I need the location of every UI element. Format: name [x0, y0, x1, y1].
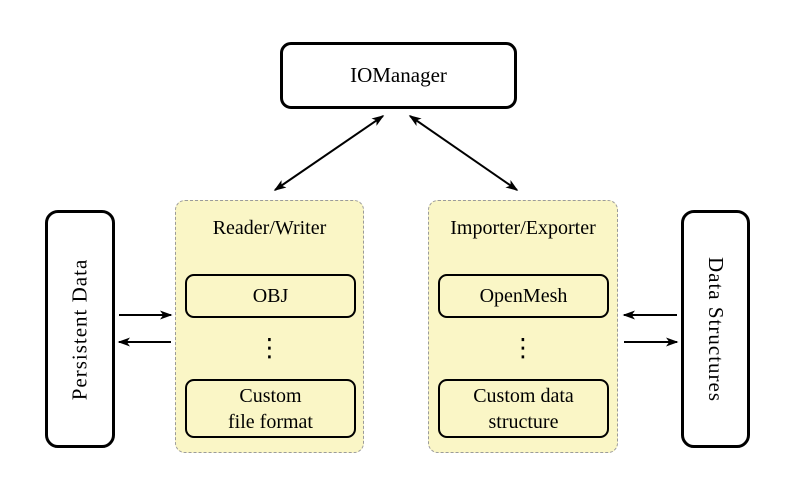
arrow-iomanager-importerexporter — [408, 115, 519, 191]
custom-data-structure-line2: structure — [488, 410, 559, 433]
openmesh-box: OpenMesh — [438, 274, 609, 318]
importer-exporter-title: Importer/Exporter — [450, 217, 596, 239]
persistent-data-label: Persistent Data — [67, 258, 92, 400]
custom-file-format-box: Custom file format — [185, 379, 356, 438]
iomanager-box: IOManager — [280, 42, 517, 109]
custom-data-structure-line1: Custom data — [473, 384, 574, 407]
arrow-iomanager-readerwriter — [273, 115, 385, 191]
custom-data-structure-box: Custom data structure — [438, 379, 609, 438]
openmesh-label: OpenMesh — [479, 285, 568, 307]
data-structures-box: Data Structures — [681, 210, 750, 448]
iomanager-label: IOManager — [350, 63, 447, 87]
vdots-importer-exporter: ⋮ — [510, 333, 536, 362]
reader-writer-title: Reader/Writer — [212, 217, 327, 239]
persistent-data-box: Persistent Data — [45, 210, 115, 448]
custom-file-format-line2: file format — [228, 410, 313, 433]
reader-writer-container: Reader/Writer OBJ ⋮ Custom file format — [175, 200, 364, 453]
vdots-reader-writer: ⋮ — [257, 333, 282, 362]
obj-box: OBJ — [185, 274, 356, 318]
obj-label: OBJ — [252, 285, 289, 307]
data-structures-label: Data Structures — [704, 256, 729, 402]
importer-exporter-container: Importer/Exporter OpenMesh ⋮ Custom data… — [428, 200, 618, 453]
custom-file-format-line1: Custom — [239, 384, 302, 407]
